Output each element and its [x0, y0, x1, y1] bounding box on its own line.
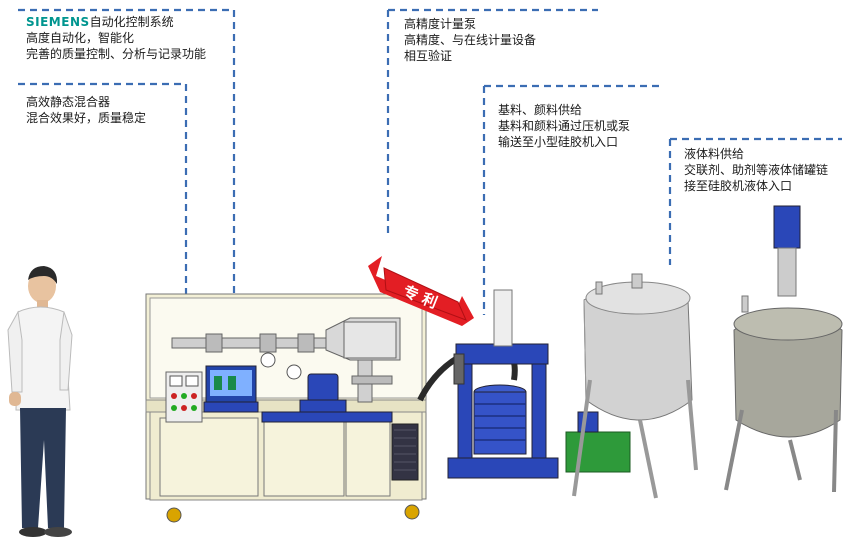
- person-figure: [7, 266, 73, 537]
- meter-title: 高精度计量泵: [404, 17, 477, 31]
- base-line-2: 输送至小型硅胶机入口: [498, 135, 619, 149]
- liquid-line-1: 交联剂、助剂等液体储罐链: [684, 163, 829, 177]
- callout-liquid: 液体料供给 交联剂、助剂等液体储罐链 接至硅胶机液体入口: [684, 146, 828, 194]
- base-line-1: 基料和颜料通过压机或泵: [498, 119, 631, 133]
- meter-line-1: 高精度、与在线计量设备: [404, 33, 537, 47]
- siemens-logo: SIEMENS: [26, 15, 90, 29]
- callout-leaders: [18, 8, 842, 345]
- siemens-line-2: 完善的质量控制、分析与记录功能: [26, 47, 207, 61]
- mixer-title: 高效静态混合器: [26, 95, 111, 109]
- callout-meter: 高精度计量泵 高精度、与在线计量设备 相互验证: [404, 16, 536, 64]
- leader-mixer: [18, 82, 188, 345]
- callout-base: 基料、颜料供给 基料和颜料通过压机或泵 输送至小型硅胶机入口: [498, 102, 630, 150]
- siemens-line-1: 高度自动化，智能化: [26, 31, 135, 45]
- base-press: [447, 289, 559, 479]
- callout-mixer: 高效静态混合器 混合效果好，质量稳定: [26, 94, 146, 126]
- mixer-line-1: 混合效果好，质量稳定: [26, 111, 147, 125]
- leader-siemens: [18, 8, 236, 300]
- liquid-tank-1: [565, 273, 698, 499]
- callout-siemens: SIEMENS自动化控制系统 高度自动化，智能化 完善的质量控制、分析与记录功能: [26, 14, 206, 62]
- callout-siemens-title: SIEMENS自动化控制系统: [26, 14, 206, 30]
- main-machine: [145, 293, 427, 523]
- liquid-line-2: 接至硅胶机液体入口: [684, 179, 793, 193]
- base-title: 基料、颜料供给: [498, 103, 583, 117]
- liquid-title: 液体料供给: [684, 147, 745, 161]
- meter-line-2: 相互验证: [404, 49, 453, 63]
- siemens-title: 自动化控制系统: [89, 15, 174, 29]
- liquid-tank-2: [724, 205, 843, 493]
